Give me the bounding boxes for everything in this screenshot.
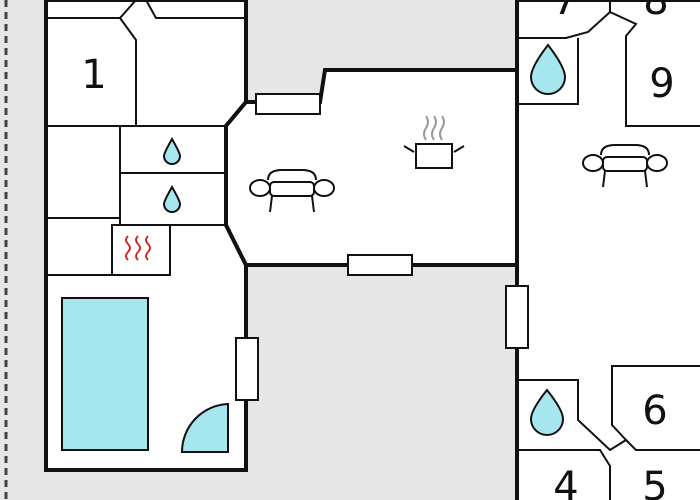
sofa-icon <box>249 169 335 213</box>
door-living-south <box>347 254 413 276</box>
room-number-4: 4 <box>553 464 578 500</box>
room-number-8: 8 <box>643 0 668 24</box>
left-wing-walls <box>46 0 246 276</box>
door-right-wing <box>505 285 529 349</box>
room-number-9: 9 <box>649 61 674 107</box>
room-number-6: 6 <box>642 388 667 434</box>
door-openings <box>235 93 529 401</box>
door-living-north <box>255 93 321 115</box>
sofa-icon <box>582 144 668 188</box>
sauna-heater-icon <box>125 235 151 261</box>
right-wing-walls <box>517 0 700 500</box>
room-number-1: 1 <box>81 52 106 98</box>
cooking-pot-icon <box>403 115 465 169</box>
door-left-wing <box>235 337 259 401</box>
water-drop-icon <box>162 136 182 165</box>
pool <box>61 297 149 451</box>
room-number-5: 5 <box>642 464 667 500</box>
water-drop-icon <box>162 184 182 213</box>
water-drop-icon <box>529 43 567 95</box>
door-swing-icon <box>180 402 229 453</box>
room-number-7: 7 <box>552 0 577 24</box>
water-drop-icon <box>529 388 565 436</box>
